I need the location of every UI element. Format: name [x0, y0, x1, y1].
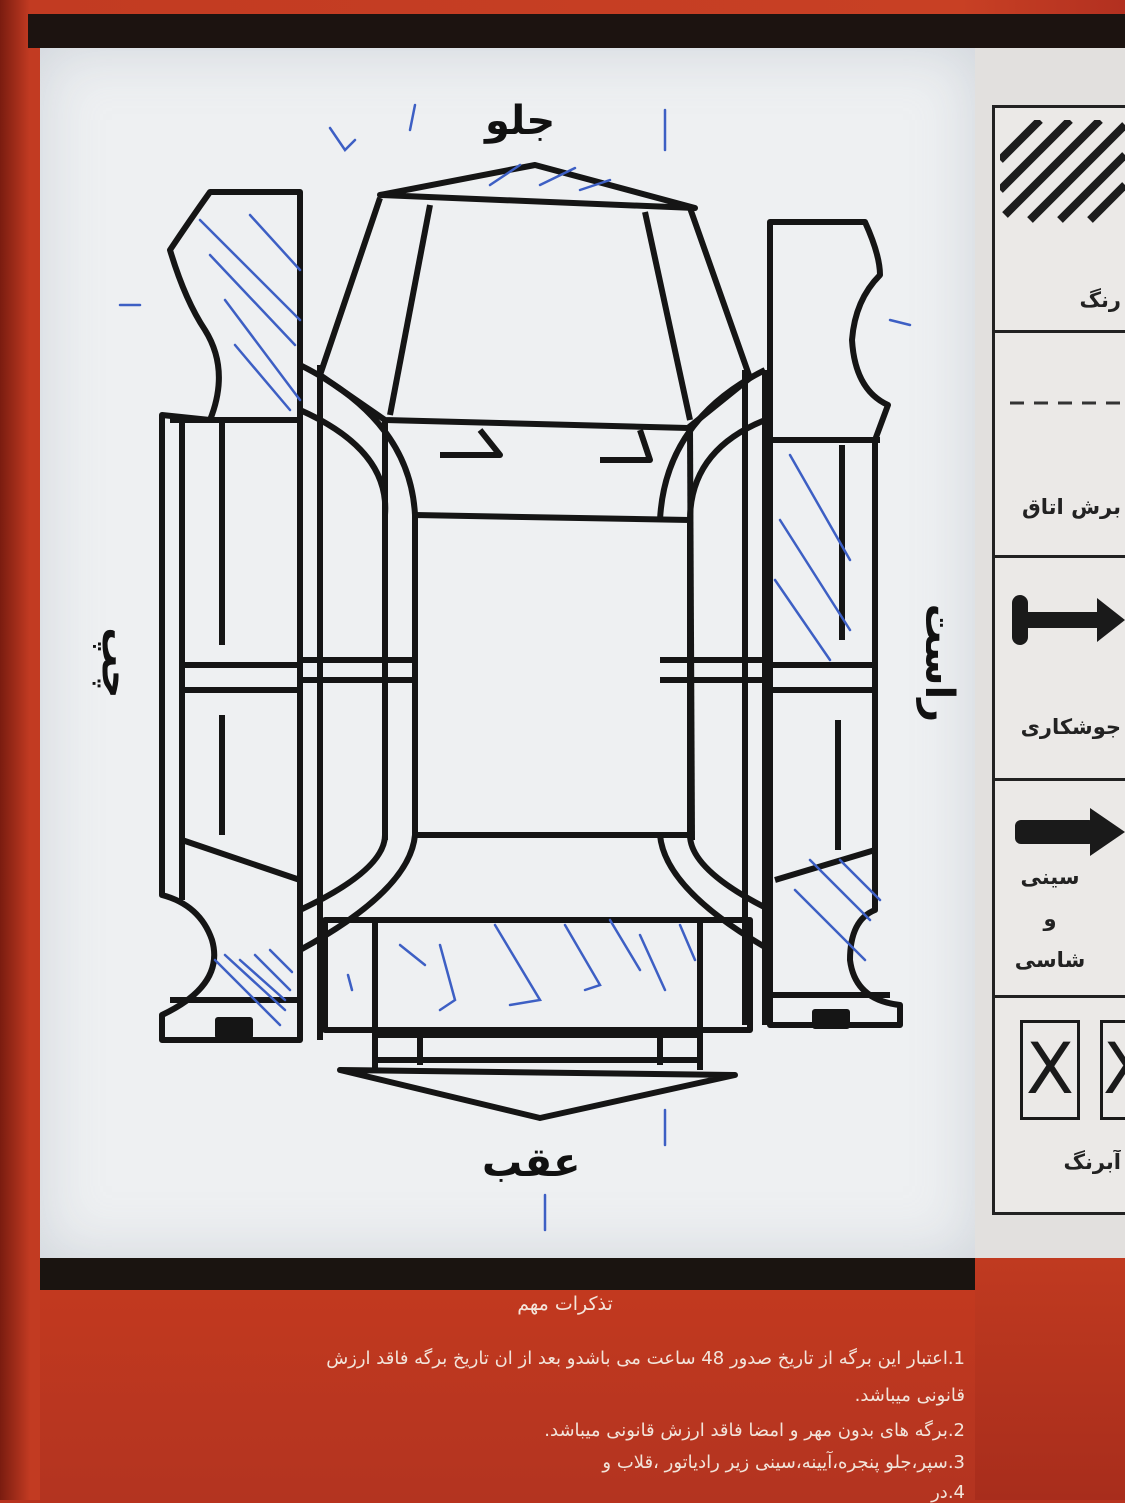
- note-line-5: 4.در: [931, 1482, 965, 1503]
- chassis-label-2: و: [1043, 907, 1057, 931]
- dent-mark-box-2: X: [1100, 1020, 1125, 1120]
- chassis-label-3: شاسی: [1014, 948, 1086, 972]
- ink-marks: [118, 103, 912, 1232]
- note-line-2: قانونی میباشد.: [854, 1385, 965, 1406]
- note-line-1: 1.اعتبار این برگه از تاریخ صدور 48 ساعت …: [326, 1348, 965, 1369]
- chassis-arrow-icon: [1015, 808, 1125, 856]
- left-label: چپ: [92, 627, 139, 699]
- legend-divider-4: [992, 995, 1125, 998]
- diagram-panel: [40, 48, 975, 1258]
- dent-mark-box-1: X: [1020, 1020, 1080, 1120]
- paint-hatch-icon: [1000, 120, 1125, 223]
- notes-section: [40, 1290, 975, 1500]
- notes-title: تذکرات مهم: [517, 1293, 613, 1315]
- cut-label: برش اتاق: [1022, 495, 1121, 519]
- header-bar: [28, 14, 1125, 48]
- rear-label: عقب: [482, 1140, 581, 1186]
- trunk: [322, 917, 753, 1033]
- paint-label: رنگ: [1079, 288, 1121, 312]
- front-label: جلو: [485, 98, 556, 144]
- front-bumper: [377, 162, 698, 211]
- legend-divider-3: [992, 778, 1125, 781]
- chassis-label-1: سینی: [1020, 865, 1080, 889]
- right-strip: [975, 1258, 1125, 1500]
- legend-divider-1: [992, 330, 1125, 333]
- note-line-3: 2.برگه های بدون مهر و امضا فاقد ارزش قان…: [544, 1420, 965, 1441]
- weld-bolt-icon: [1012, 595, 1125, 645]
- legend-divider-2: [992, 555, 1125, 558]
- cut-dash-icon: [1010, 401, 1125, 405]
- right-label: راست: [916, 603, 963, 723]
- hood: [317, 197, 753, 431]
- right-side-panel: [767, 219, 903, 1028]
- left-side-panel: [159, 189, 303, 1043]
- rear-bumper: [337, 1067, 738, 1121]
- roof: [412, 512, 693, 838]
- note-line-4: 3.سپر،جلو پنجره،آیینه،سینی زیر رادیاتور …: [602, 1452, 965, 1473]
- weld-label: جوشکاری: [1020, 715, 1121, 739]
- dent-label: آبرنگ: [1063, 1150, 1121, 1174]
